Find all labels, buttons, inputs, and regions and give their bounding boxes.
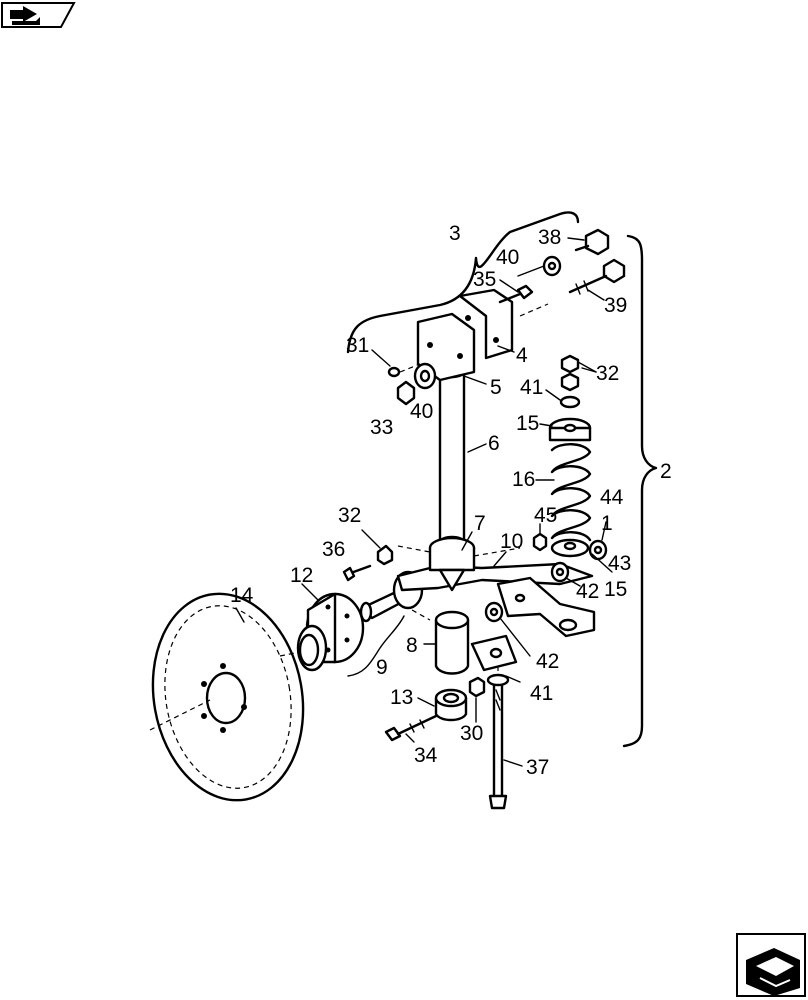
label-3: 3 [449, 222, 461, 245]
label-5: 5 [490, 376, 502, 399]
label-31: 31 [346, 334, 369, 357]
label-42-lower: 42 [536, 650, 559, 673]
label-2: 2 [660, 460, 672, 483]
collar [428, 536, 476, 592]
label-7: 7 [474, 512, 486, 535]
callout-labels: 3 38 40 35 39 31 4 32 5 41 40 15 33 6 2 … [230, 222, 672, 779]
alignment-lines [397, 303, 549, 676]
next-arrow-icon[interactable] [736, 933, 806, 997]
label-40-top: 40 [496, 246, 519, 269]
label-32-left: 32 [338, 504, 361, 527]
book-arrow-icon[interactable] [1, 2, 76, 28]
label-8: 8 [406, 634, 418, 657]
label-42-right: 42 [576, 580, 599, 603]
label-6: 6 [488, 432, 500, 455]
label-34: 34 [414, 744, 438, 767]
label-43: 43 [608, 552, 631, 575]
label-16: 16 [512, 468, 535, 491]
pivot-sleeve [434, 610, 518, 675]
label-35: 35 [473, 268, 496, 291]
label-44: 44 [600, 486, 624, 509]
label-40-left: 40 [410, 400, 433, 423]
label-30: 30 [460, 722, 483, 745]
label-9: 9 [376, 656, 388, 679]
label-41-lower: 41 [530, 682, 553, 705]
label-36: 36 [322, 538, 345, 561]
label-10: 10 [500, 530, 523, 553]
collar-13 [434, 688, 468, 722]
label-33: 33 [370, 416, 393, 439]
spring [548, 417, 592, 558]
label-1: 1 [601, 512, 613, 535]
main-shaft [438, 365, 466, 549]
label-32-top: 32 [596, 362, 619, 385]
label-45: 45 [534, 504, 557, 527]
label-41-top: 41 [520, 376, 543, 399]
long-bolt [486, 673, 510, 810]
label-14: 14 [230, 584, 254, 607]
bracket-2 [622, 234, 658, 748]
bracket-3 [346, 211, 580, 354]
label-15-top: 15 [516, 412, 539, 435]
label-39: 39 [604, 294, 627, 317]
label-12: 12 [290, 564, 313, 587]
hub [279, 592, 365, 672]
label-4: 4 [516, 344, 528, 367]
label-15-bottom: 15 [604, 578, 627, 601]
leader-lines [235, 237, 613, 767]
label-37: 37 [526, 756, 549, 779]
hardware [342, 228, 626, 742]
mounting-plate [416, 288, 514, 382]
label-38: 38 [538, 226, 561, 249]
disc-blade [149, 592, 305, 802]
label-13: 13 [390, 686, 413, 709]
